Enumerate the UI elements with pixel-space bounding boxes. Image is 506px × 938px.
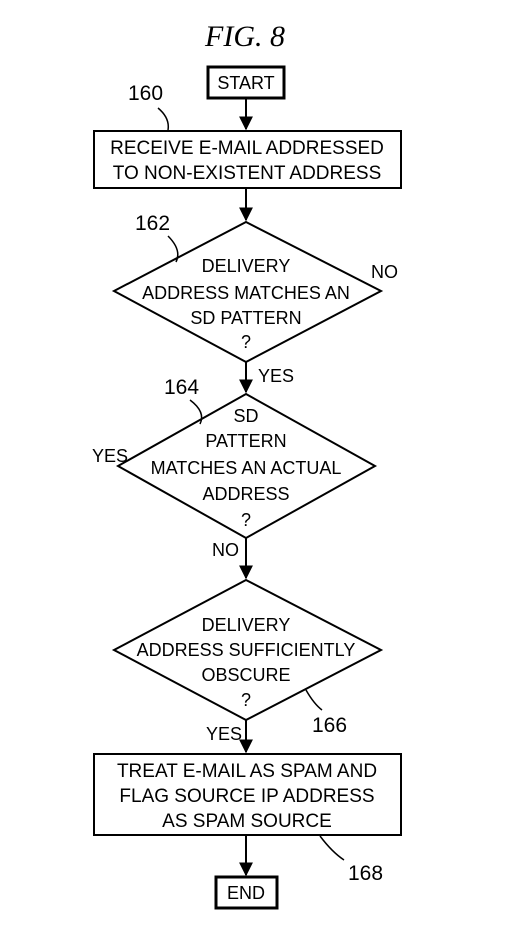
obscure-line-2: ADDRESS SUFFICIENTLY [137, 640, 356, 660]
leader-164 [189, 399, 203, 425]
pattern-line-3: SD PATTERN [190, 308, 301, 328]
pattern-yes-label: YES [258, 366, 294, 386]
end-terminal: END [214, 875, 279, 910]
process-receive-email: RECEIVE E-MAIL ADDRESSED TO NON-EXISTENT… [93, 130, 402, 189]
obscure-line-3: OBSCURE [201, 665, 290, 685]
pattern-no-label: NO [371, 262, 398, 282]
obscure-line-1: DELIVERY [202, 615, 291, 635]
spam-line-1: TREAT E-MAIL AS SPAM AND [117, 761, 377, 782]
obscure-line-4: ? [241, 690, 251, 710]
receive-line-2: TO NON-EXISTENT ADDRESS [113, 163, 382, 184]
pattern-line-4: ? [241, 332, 251, 352]
actual-no-label: NO [212, 540, 239, 560]
actual-line-3: MATCHES AN ACTUAL [151, 458, 342, 478]
actual-line-4: ADDRESS [202, 484, 289, 504]
ref-168: 168 [348, 862, 383, 885]
decision-sd-pattern: DELIVERY ADDRESS MATCHES AN SD PATTERN ? [111, 220, 384, 364]
start-label: START [217, 73, 274, 93]
leader-168 [319, 835, 345, 861]
ref-164: 164 [164, 376, 199, 399]
leader-166 [305, 689, 323, 711]
leader-160 [157, 107, 170, 131]
obscure-yes-label: YES [206, 724, 242, 744]
start-terminal: START [206, 65, 286, 100]
figure-title: FIG. 8 [204, 20, 285, 53]
decision-actual-address: SD PATTERN MATCHES AN ACTUAL ADDRESS ? [115, 392, 378, 540]
actual-line-2: PATTERN [205, 431, 286, 451]
end-label: END [227, 883, 265, 903]
actual-line-5: ? [241, 510, 251, 530]
actual-line-1: SD [233, 406, 258, 426]
spam-line-3: AS SPAM SOURCE [162, 811, 332, 832]
process-treat-as-spam: TREAT E-MAIL AS SPAM AND FLAG SOURCE IP … [93, 753, 402, 836]
decision-sufficiently-obscure: DELIVERY ADDRESS SUFFICIENTLY OBSCURE ? [111, 578, 384, 722]
pattern-line-2: ADDRESS MATCHES AN [142, 283, 350, 303]
ref-166: 166 [312, 714, 347, 737]
actual-yes-label: YES [92, 446, 128, 466]
ref-162: 162 [135, 212, 170, 235]
receive-line-1: RECEIVE E-MAIL ADDRESSED [110, 138, 384, 159]
pattern-line-1: DELIVERY [202, 256, 291, 276]
ref-160: 160 [128, 82, 163, 105]
leader-162 [167, 235, 179, 263]
spam-line-2: FLAG SOURCE IP ADDRESS [119, 786, 374, 807]
